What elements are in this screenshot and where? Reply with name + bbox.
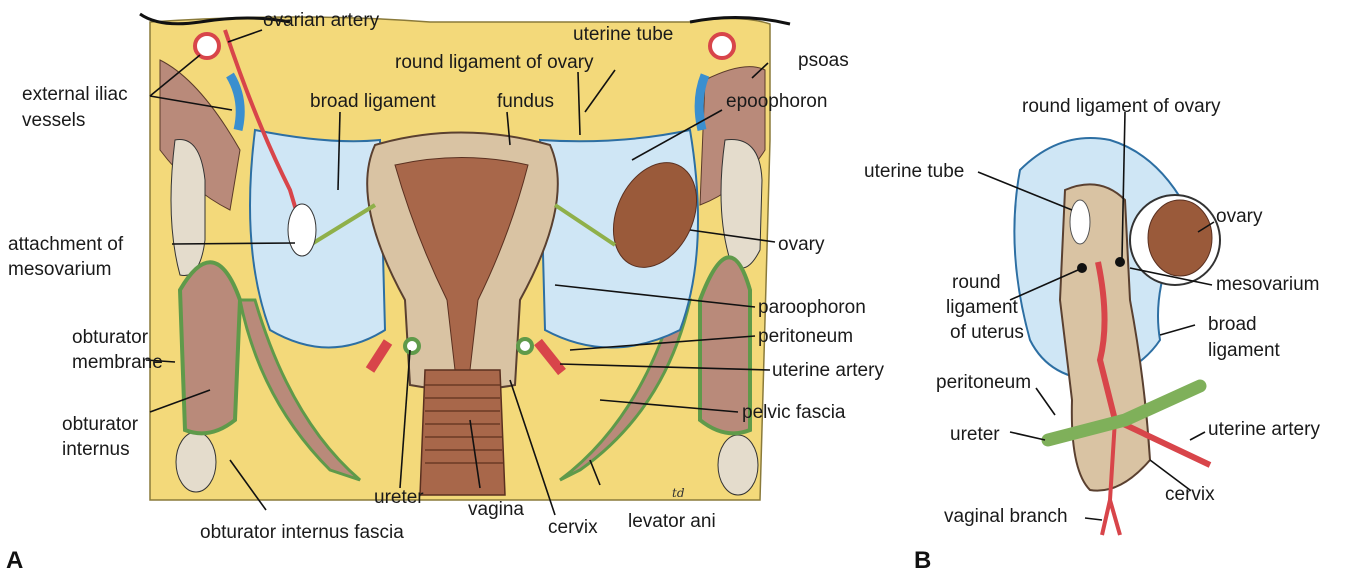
label-external-iliac-line1: external iliac — [22, 84, 128, 105]
label-epoophoron: epoophoron — [726, 91, 827, 112]
label-obturator-membrane-line1: obturator — [72, 327, 149, 348]
label-cervix-a: cervix — [548, 517, 598, 538]
label-ovarian-artery: ovarian artery — [263, 10, 380, 31]
label-external-iliac-line2: vessels — [22, 110, 85, 131]
label-ureter-a: ureter — [374, 487, 424, 508]
label-broad-ligament-b-line1: broad — [1208, 314, 1257, 335]
panel-label-a: A — [6, 547, 23, 574]
ischial-bone-right — [718, 435, 758, 495]
label-uterine-artery-a: uterine artery — [772, 360, 884, 381]
label-round-ligament-of-ovary-b: round ligament of ovary — [1022, 96, 1221, 117]
label-vaginal-branch: vaginal branch — [944, 506, 1068, 527]
label-ureter-b: ureter — [950, 424, 1000, 445]
ovary-b — [1148, 200, 1212, 276]
vagina — [420, 370, 505, 495]
round-ligament-ovary-dot — [1115, 257, 1125, 267]
label-vagina: vagina — [468, 499, 524, 520]
label-round-ligament-of-ovary-a: round ligament of ovary — [395, 52, 594, 73]
round-ligament-uterus-dot — [1077, 263, 1087, 273]
label-obturator-internus-line1: obturator — [62, 414, 139, 435]
label-uterine-tube-a: uterine tube — [573, 24, 673, 45]
panel-a-illustration — [140, 14, 790, 500]
external-iliac-artery-left — [195, 34, 219, 58]
label-ovary-a: ovary — [778, 234, 825, 255]
label-round-ligament-uterus-line3: of uterus — [950, 322, 1024, 343]
panel-label-b: B — [914, 547, 931, 574]
label-uterine-artery-b: uterine artery — [1208, 419, 1320, 440]
label-round-ligament-uterus-line1: round — [952, 272, 1001, 293]
label-pelvic-fascia: pelvic fascia — [742, 402, 846, 423]
label-round-ligament-uterus-line2: ligament — [946, 297, 1019, 318]
label-obturator-membrane-line2: membrane — [72, 352, 163, 373]
label-obturator-internus-line2: internus — [62, 439, 130, 460]
uterine-tube-b — [1070, 200, 1090, 244]
label-attachment-line1: attachment of — [8, 234, 124, 255]
label-paroophoron: paroophoron — [758, 297, 866, 318]
label-peritoneum-b: peritoneum — [936, 372, 1031, 393]
panel-b-illustration — [1014, 138, 1220, 535]
label-broad-ligament-b-line2: ligament — [1208, 340, 1281, 361]
mesovarium-attachment — [288, 204, 316, 256]
label-broad-ligament-a: broad ligament — [310, 91, 436, 112]
hip-bone-right — [721, 140, 762, 269]
label-peritoneum-a: peritoneum — [758, 326, 853, 347]
external-iliac-artery-right — [710, 34, 734, 58]
label-ovary-b: ovary — [1216, 206, 1263, 227]
label-obturator-internus-fascia: obturator internus fascia — [200, 522, 404, 543]
label-cervix-b: cervix — [1165, 484, 1215, 505]
artist-signature: td — [672, 486, 685, 500]
ischial-bone-left — [176, 432, 216, 492]
label-mesovarium: mesovarium — [1216, 274, 1319, 295]
ureter-left — [405, 339, 419, 353]
label-fundus: fundus — [497, 91, 554, 112]
label-uterine-tube-b: uterine tube — [864, 161, 964, 182]
label-attachment-line2: mesovarium — [8, 259, 111, 280]
label-psoas: psoas — [798, 50, 849, 71]
hip-bone-left — [171, 140, 205, 276]
obturator-internus-left — [180, 262, 240, 433]
ureter-right — [518, 339, 532, 353]
label-levator-ani: levator ani — [628, 511, 716, 532]
